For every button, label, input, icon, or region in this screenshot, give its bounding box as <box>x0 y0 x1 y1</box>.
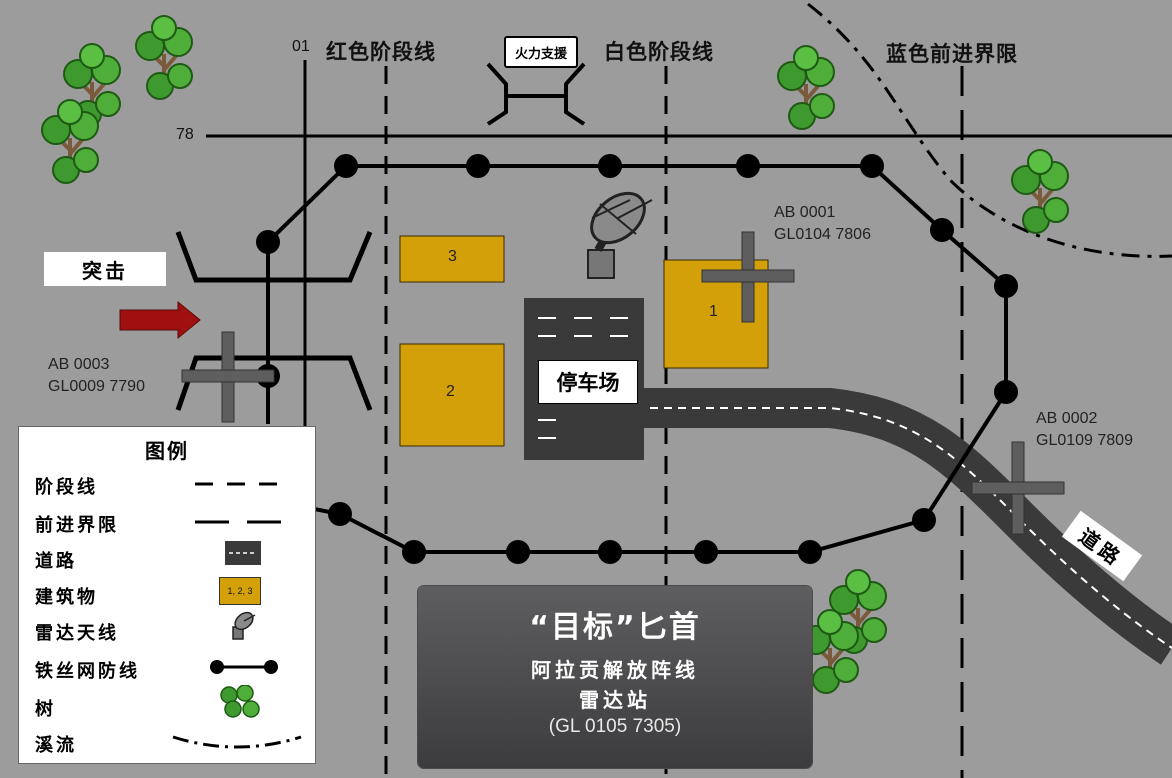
checkpoint-ab0001-symbol <box>701 231 795 323</box>
legend-item-radar: 雷达天线 <box>35 623 119 644</box>
checkpoint-grid: GL0109 7809 <box>1036 432 1133 449</box>
building-symbol: 1, 2, 3 <box>219 577 261 605</box>
checkpoint-ab0001: AB 0001 GL0104 7806 <box>774 202 871 246</box>
attack-position-north <box>175 231 373 283</box>
target-title: “目标”匕首 <box>529 610 701 645</box>
building-3-number: 3 <box>448 248 457 265</box>
grid-northing-label: 78 <box>176 126 194 143</box>
radar-antenna-icon <box>232 611 256 640</box>
wire-posts <box>256 154 1018 564</box>
checkpoint-id: AB 0003 <box>48 356 110 373</box>
target-grid-reference: (GL 0105 7305) <box>548 716 682 737</box>
parking-lot-label: 停车场 <box>538 360 638 404</box>
attack-position-south <box>175 355 373 411</box>
legend-title: 图例 <box>145 439 189 463</box>
checkpoint-ab0002-symbol <box>971 441 1065 535</box>
tree-icon <box>220 685 260 718</box>
tree-icon <box>134 14 194 101</box>
red-phase-line-label: 红色阶段线 <box>326 40 436 64</box>
legend-item-stream: 溪流 <box>35 735 77 756</box>
building-3 <box>399 235 505 283</box>
checkpoint-ab0002: AB 0002 GL0109 7809 <box>1036 408 1133 452</box>
building-2 <box>399 343 505 447</box>
tree-icon <box>40 98 100 185</box>
phase-line-symbol <box>195 482 291 486</box>
grid-easting-label: 01 <box>292 38 310 55</box>
target-info-box: “目标”匕首 阿拉贡解放阵线 雷达站 (GL 0105 7305) <box>418 586 812 768</box>
legend-item-wire: 铁丝网防线 <box>35 661 140 682</box>
checkpoint-id: AB 0001 <box>774 204 836 221</box>
road-centerline <box>650 407 1172 649</box>
tree-icon <box>1010 148 1070 235</box>
parking-stripes <box>538 317 628 439</box>
legend-item-tree: 树 <box>35 699 56 720</box>
checkpoint-grid: GL0104 7806 <box>774 226 871 243</box>
legend-item-building: 建筑物 <box>35 587 98 608</box>
legend-item-road: 道路 <box>35 551 77 572</box>
support-by-fire-symbol <box>486 62 586 126</box>
target-site: 雷达站 <box>579 688 651 712</box>
tree-icon <box>776 44 836 131</box>
stream <box>807 2 1172 258</box>
attack-label: 突击 <box>44 252 166 286</box>
legend-panel: 图例 阶段线 前进界限 道路 建筑物 1, 2, 3 雷达天线 铁丝网防线 树 … <box>18 426 316 764</box>
target-organization: 阿拉贡解放阵线 <box>531 658 699 682</box>
fire-support-label: 火力支援 <box>504 36 578 68</box>
building-1-number: 1 <box>709 303 718 320</box>
legend-item-phase-line: 阶段线 <box>35 477 98 498</box>
building-2-number: 2 <box>446 383 455 400</box>
limit-of-advance-symbol <box>195 520 291 524</box>
checkpoint-id: AB 0002 <box>1036 410 1098 427</box>
stream-symbol <box>172 735 302 749</box>
radar-antenna-icon <box>587 191 653 279</box>
attack-arrow <box>119 300 201 340</box>
checkpoint-grid: GL0009 7790 <box>48 378 145 395</box>
wire-obstacle-symbol <box>210 660 278 674</box>
road-symbol <box>225 541 261 565</box>
legend-item-limit-of-advance: 前进界限 <box>35 515 119 536</box>
checkpoint-ab0003: AB 0003 GL0009 7790 <box>48 354 145 398</box>
checkpoint-ab0003-symbol <box>181 331 275 423</box>
blue-limit-label: 蓝色前进界限 <box>886 42 1018 66</box>
white-phase-line-label: 白色阶段线 <box>604 40 714 64</box>
